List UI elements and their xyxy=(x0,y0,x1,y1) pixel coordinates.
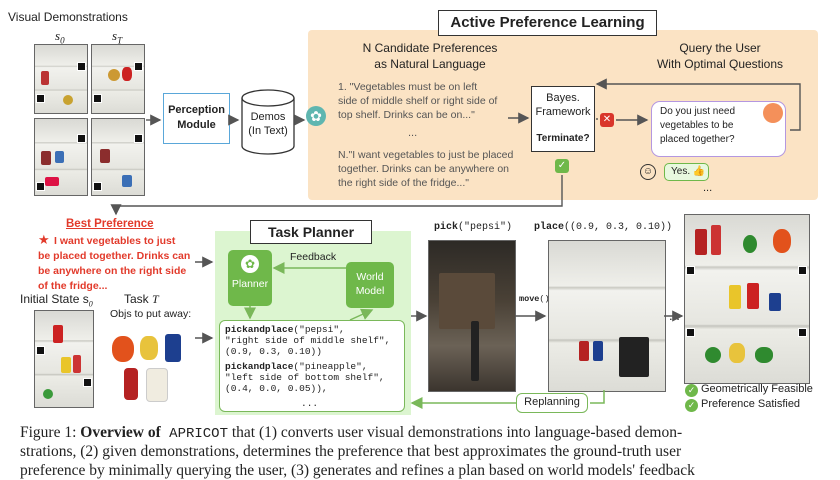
initial-state-photo xyxy=(34,310,94,408)
mayo-object xyxy=(146,368,168,402)
answer-text: Yes. 👍 xyxy=(671,166,706,177)
plan-code-1: pickandplace("pepsi", "right side of mid… xyxy=(225,324,391,357)
demo-photo-2-s0 xyxy=(34,118,88,196)
apl-title-box xyxy=(438,10,657,36)
caption-line-1: Figure 1: Overview of APRICOT that (1) c… xyxy=(20,424,683,442)
caption-line-2: strations, (2) given demonstrations, det… xyxy=(20,443,682,460)
demos-label: Demos (In Text) xyxy=(248,111,288,137)
best-preference-text: I want vegetables to just be placed toge… xyxy=(38,235,191,292)
chat-dots: ... xyxy=(703,182,713,194)
plan-code-ellipsis: ... xyxy=(301,398,319,409)
star-icon: ★ xyxy=(38,232,50,247)
replanning-box xyxy=(516,393,588,413)
openai-icon-planner: ✿ xyxy=(241,255,259,273)
feedback-label: Feedback xyxy=(290,251,337,263)
user-icon: ☺ xyxy=(640,164,656,180)
initial-state-label: Initial State s0 xyxy=(20,292,93,309)
task-planner-title-box xyxy=(250,220,372,244)
check-icon-preference: ✓ xyxy=(685,399,698,412)
plan-code-box xyxy=(219,320,405,412)
perception-module-box xyxy=(163,93,230,144)
peach-avatar-icon xyxy=(763,103,783,123)
move-label: move() xyxy=(519,294,550,304)
terminate-label: Terminate? xyxy=(536,133,590,144)
candidate-n-text: N."I want vegetables to just be placed t… xyxy=(338,149,514,189)
best-preference-title: Best Preference xyxy=(66,218,154,230)
check-icon-geometric: ✓ xyxy=(685,384,698,397)
visual-demonstrations-title: Visual Demonstrations xyxy=(8,10,128,24)
bayes-framework-label: Bayes. Framework xyxy=(535,92,591,118)
place-label: place((0.9, 0.3, 0.10)) xyxy=(534,222,673,233)
candidates-heading: N Candidate Preferences as Natural Langu… xyxy=(362,41,498,71)
check-icon-terminate: ✓ xyxy=(555,159,569,173)
task-planner-title: Task Planner xyxy=(267,224,355,240)
bayes-framework-box xyxy=(531,86,595,152)
answer-bubble xyxy=(664,163,709,181)
place-photo xyxy=(548,240,666,392)
s0-label: s0 xyxy=(55,28,65,46)
final-state-photo xyxy=(684,214,810,384)
task-label: Task T xyxy=(124,292,159,306)
pick-label: pick("pepsi") xyxy=(434,222,513,233)
pepper-object xyxy=(112,336,134,362)
plan-code-2: pickandplace("pineapple", "left side of … xyxy=(225,361,385,394)
check-geometric-label: Geometrically Feasible xyxy=(701,383,813,395)
world-model-label: World Model xyxy=(355,271,385,297)
pepsi-object xyxy=(165,334,181,362)
pick-photo xyxy=(428,240,516,392)
world-model-box xyxy=(346,262,394,308)
planner-label: Planner xyxy=(231,278,269,290)
demos-database-icon xyxy=(241,89,295,155)
query-heading: Query the User With Optimal Questions xyxy=(656,41,784,71)
perception-module-label: Perception Module xyxy=(168,104,225,131)
sT-label: sT xyxy=(112,28,123,46)
openai-icon-apl: ✿ xyxy=(306,106,326,126)
replanning-label: Replanning xyxy=(524,396,580,408)
candidate-ellipsis: ... xyxy=(408,127,418,139)
objs-label: Objs to put away: xyxy=(110,308,192,320)
ketchup-object xyxy=(124,368,138,400)
caption-line-3: preference by minimally querying the use… xyxy=(20,462,695,479)
pineapple-object xyxy=(140,336,158,360)
cross-icon-terminate: ✕ xyxy=(600,113,614,127)
candidate-1-text: 1. "Vegetables must be on left side of m… xyxy=(338,81,498,121)
apl-title: Active Preference Learning xyxy=(450,14,645,31)
check-preference-label: Preference Satisfied xyxy=(701,398,801,410)
question-text: Do you just need vegetables to be placed… xyxy=(660,106,736,145)
